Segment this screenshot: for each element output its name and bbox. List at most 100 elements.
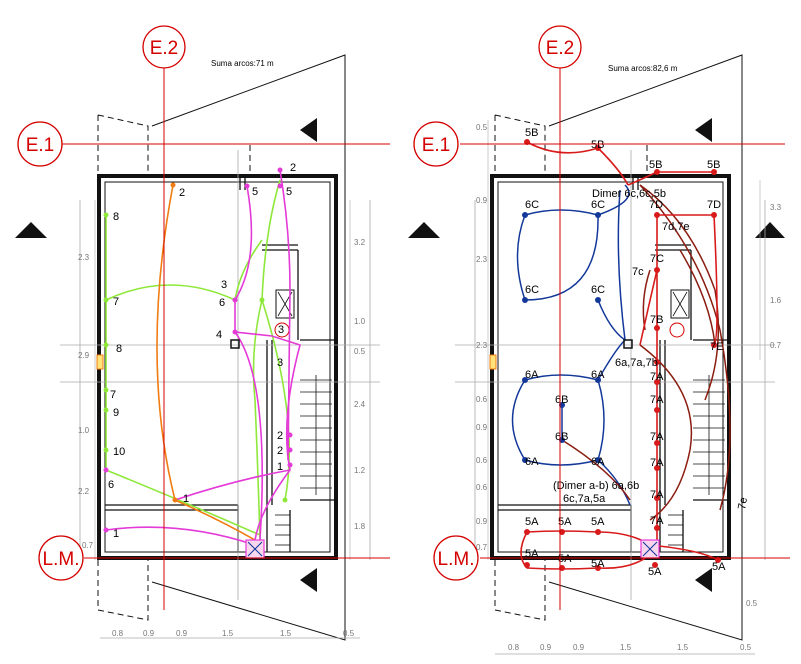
svg-text:0.9: 0.9 (143, 629, 155, 638)
left-label: 1 (113, 528, 119, 540)
svg-text:1.8: 1.8 (354, 522, 366, 531)
left-axis-lm-bubble (38, 535, 84, 581)
svg-text:1.6: 1.6 (770, 296, 782, 305)
right-label: 6C (591, 284, 605, 296)
right-label: 5B (525, 127, 538, 139)
left-label: 2 (290, 162, 296, 174)
left-plan: 8 7 8 7 9 10 6 2 5 5 2 3 6 4 3 3 2 2 1 1… (15, 25, 390, 641)
right-arrow-right (755, 222, 785, 238)
left-axis-e2-bubble (142, 25, 186, 69)
left-label: 7 (113, 296, 119, 308)
right-label: 7A (650, 431, 664, 443)
left-axis-e1: E.1 (26, 135, 55, 156)
left-circuit-green (105, 179, 291, 541)
left-arrow-bottom (300, 568, 317, 592)
right-arrow-bottom (695, 568, 712, 592)
left-label: 7 (110, 389, 116, 401)
right-label: 7c (632, 266, 644, 278)
right-axis-e2-bubble (538, 25, 582, 69)
svg-text:2.9: 2.9 (78, 351, 90, 360)
right-plan: 5B 5B 5B 5B 6C 6C 6C 6C 7D 7D 7d,7e 7C 7… (408, 25, 790, 655)
right-label: 7d,7e (662, 221, 690, 233)
right-label: 7A (650, 371, 664, 383)
right-label: 7E (710, 341, 723, 353)
left-label: 8 (116, 343, 122, 355)
right-round-fixture (669, 322, 685, 338)
right-axis-e2: E.2 (546, 38, 575, 59)
right-label: 5B (707, 159, 720, 171)
left-label: 3 (221, 279, 227, 291)
right-box (670, 289, 690, 319)
right-axis-e1: E.1 (422, 135, 451, 156)
left-label: 3 (278, 324, 284, 336)
left-outer-wall (97, 174, 338, 560)
left-label: 6 (219, 297, 225, 309)
right-label: 5A (525, 516, 539, 528)
left-trapezoid (151, 54, 346, 641)
svg-text:1.5: 1.5 (677, 643, 689, 652)
svg-text:2.3: 2.3 (476, 341, 488, 350)
right-outer-wall (490, 174, 731, 560)
right-label: 7A (650, 489, 664, 501)
right-label: 6A (591, 456, 605, 468)
svg-text:2.4: 2.4 (354, 400, 366, 409)
right-dimmer-top: Dimer 6c,6c,5b (592, 188, 666, 200)
svg-text:0.7: 0.7 (82, 541, 94, 550)
svg-text:0.6: 0.6 (476, 456, 488, 465)
right-dimmer-bottom-1: (Dimer a-b) 6a,6b (553, 480, 639, 492)
right-label: 5B (591, 139, 604, 151)
svg-text:0.8: 0.8 (508, 643, 520, 652)
right-label: 7C (650, 253, 664, 265)
right-label: 5A (558, 553, 572, 565)
left-dashed-outline (97, 114, 251, 621)
right-label: 6C (525, 284, 539, 296)
left-partitions (105, 176, 335, 552)
right-axis-lm: L.M. (438, 549, 475, 570)
left-label: 2 (277, 445, 283, 457)
right-axis-e1-bubble (413, 121, 459, 167)
svg-text:0.9: 0.9 (476, 517, 488, 526)
svg-text:1.0: 1.0 (78, 426, 90, 435)
svg-text:2.3: 2.3 (78, 253, 90, 262)
left-inner-wall (104, 181, 331, 553)
right-label: 7D (707, 199, 721, 211)
svg-text:0.9: 0.9 (176, 629, 188, 638)
right-label: 5A (525, 548, 539, 560)
left-label: 3 (277, 357, 283, 369)
svg-text:3.2: 3.2 (354, 238, 366, 247)
svg-text:3.3: 3.3 (770, 203, 782, 212)
left-arrow-left (15, 222, 47, 238)
right-label: 7A (650, 515, 664, 527)
right-dims: 0.5 0.9 2.3 2.3 0.6 0.9 0.6 0.6 0.9 0.7 … (476, 120, 782, 655)
right-arrow-left (408, 222, 440, 238)
svg-text:1.5: 1.5 (222, 629, 234, 638)
right-dashed-outline (494, 114, 648, 621)
svg-text:0.5: 0.5 (746, 599, 758, 608)
left-label: 5 (286, 186, 292, 198)
left-label: 5 (252, 186, 258, 198)
svg-text:0.9: 0.9 (573, 643, 585, 652)
right-label: 6C (591, 199, 605, 211)
svg-text:0.7: 0.7 (476, 543, 488, 552)
svg-text:0.5: 0.5 (740, 643, 752, 652)
right-label: 6a,7a,7b (615, 357, 658, 369)
left-axis-e1-bubble (17, 121, 63, 167)
svg-text:0.5: 0.5 (343, 629, 355, 638)
left-grey-lines (60, 150, 380, 600)
right-label: 6B (555, 394, 568, 406)
right-trapezoid (548, 54, 743, 641)
left-dots (96, 167, 293, 533)
svg-text:1.2: 1.2 (354, 466, 366, 475)
svg-text:0.7: 0.7 (770, 341, 782, 350)
right-label: 5A (558, 516, 572, 528)
right-label: 7B (650, 314, 663, 326)
svg-text:0.8: 0.8 (112, 629, 124, 638)
right-label: 5B (649, 159, 662, 171)
left-label: 2 (179, 187, 185, 199)
right-sum-label: Suma arcos:82,6 m (608, 64, 678, 73)
left-label: 1 (277, 461, 283, 473)
right-label: 6A (591, 369, 605, 381)
svg-text:1.5: 1.5 (280, 629, 292, 638)
svg-text:1.0: 1.0 (354, 317, 366, 326)
